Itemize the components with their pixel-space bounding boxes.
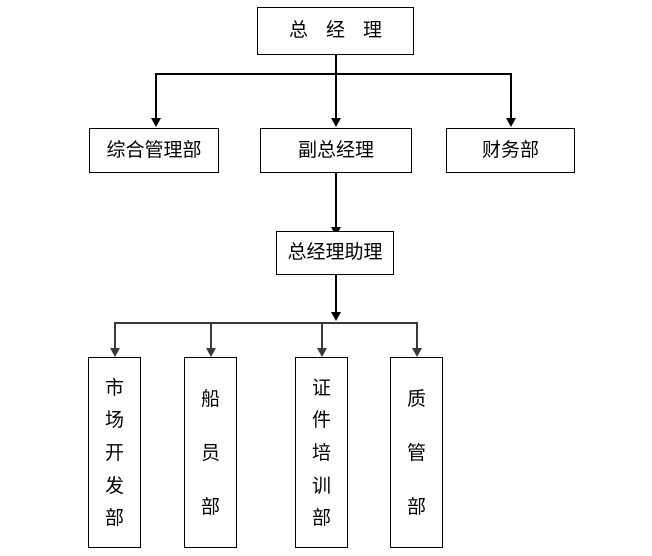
connector-deputy-to-assistant: [335, 172, 337, 228]
node-market-development-dept[interactable]: 市 场 开 发 部: [88, 357, 141, 548]
connector-gm-stem: [335, 55, 337, 74]
arrowhead-to-finance: [506, 118, 516, 127]
connector-assistant-to-crew: [210, 322, 212, 349]
arrowhead-to-deputy: [331, 118, 341, 127]
node-gm-assistant-label: 总经理助理: [287, 241, 383, 264]
connector-assistant-to-quality: [416, 322, 418, 349]
label-char: 船: [200, 387, 220, 410]
label-char: 部: [200, 496, 220, 519]
label-char: 场: [104, 409, 124, 432]
node-general-manager[interactable]: 总 经 理: [257, 7, 414, 55]
arrowhead-to-certificate: [317, 348, 327, 357]
arrowhead-to-market: [110, 348, 120, 357]
label-char: 部: [104, 507, 124, 530]
node-deputy-general-manager[interactable]: 副总经理: [260, 128, 412, 173]
node-market-development-dept-label: 市 场 开 发 部: [89, 372, 140, 535]
connector-assistant-stem: [335, 275, 337, 313]
label-char: 员: [200, 441, 220, 464]
node-general-manager-label: 总 经 理: [288, 19, 389, 42]
node-finance-dept[interactable]: 财务部: [446, 128, 575, 173]
connector-assistant-to-certificate: [321, 322, 323, 349]
label-char: 训: [311, 474, 331, 497]
connector-gm-to-finance: [510, 73, 512, 119]
label-char: 发: [104, 474, 124, 497]
arrowhead-to-crew: [206, 348, 216, 357]
label-char: 部: [406, 496, 426, 519]
connector-assistant-bus: [114, 322, 417, 324]
node-certificate-training-dept-label: 证 件 培 训 部: [296, 372, 347, 535]
node-crew-dept[interactable]: 船 员 部: [184, 357, 237, 548]
label-char: 培: [311, 441, 331, 464]
label-char: 管: [406, 441, 426, 464]
arrowhead-assistant-stem: [331, 312, 341, 321]
connector-gm-to-comprehensive: [155, 73, 157, 119]
node-crew-dept-label: 船 员 部: [185, 372, 236, 535]
node-gm-assistant[interactable]: 总经理助理: [276, 231, 394, 275]
label-char: 部: [311, 507, 331, 530]
label-char: 件: [311, 409, 331, 432]
label-char: 质: [406, 387, 426, 410]
connector-gm-to-deputy: [335, 73, 337, 119]
node-comprehensive-management-dept-label: 综合管理部: [106, 138, 202, 161]
node-quality-management-dept[interactable]: 质 管 部: [390, 357, 443, 548]
node-quality-management-dept-label: 质 管 部: [391, 372, 442, 535]
arrowhead-to-quality: [412, 348, 422, 357]
label-char: 开: [104, 441, 124, 464]
connector-gm-bus: [155, 73, 511, 75]
arrowhead-to-comprehensive: [151, 118, 161, 127]
node-certificate-training-dept[interactable]: 证 件 培 训 部: [295, 357, 348, 548]
node-deputy-general-manager-label: 副总经理: [297, 138, 374, 161]
node-comprehensive-management-dept[interactable]: 综合管理部: [89, 128, 219, 173]
label-char: 市: [104, 376, 124, 399]
label-char: 证: [311, 376, 331, 399]
node-finance-dept-label: 财务部: [481, 138, 539, 161]
connector-assistant-to-market: [114, 322, 116, 349]
